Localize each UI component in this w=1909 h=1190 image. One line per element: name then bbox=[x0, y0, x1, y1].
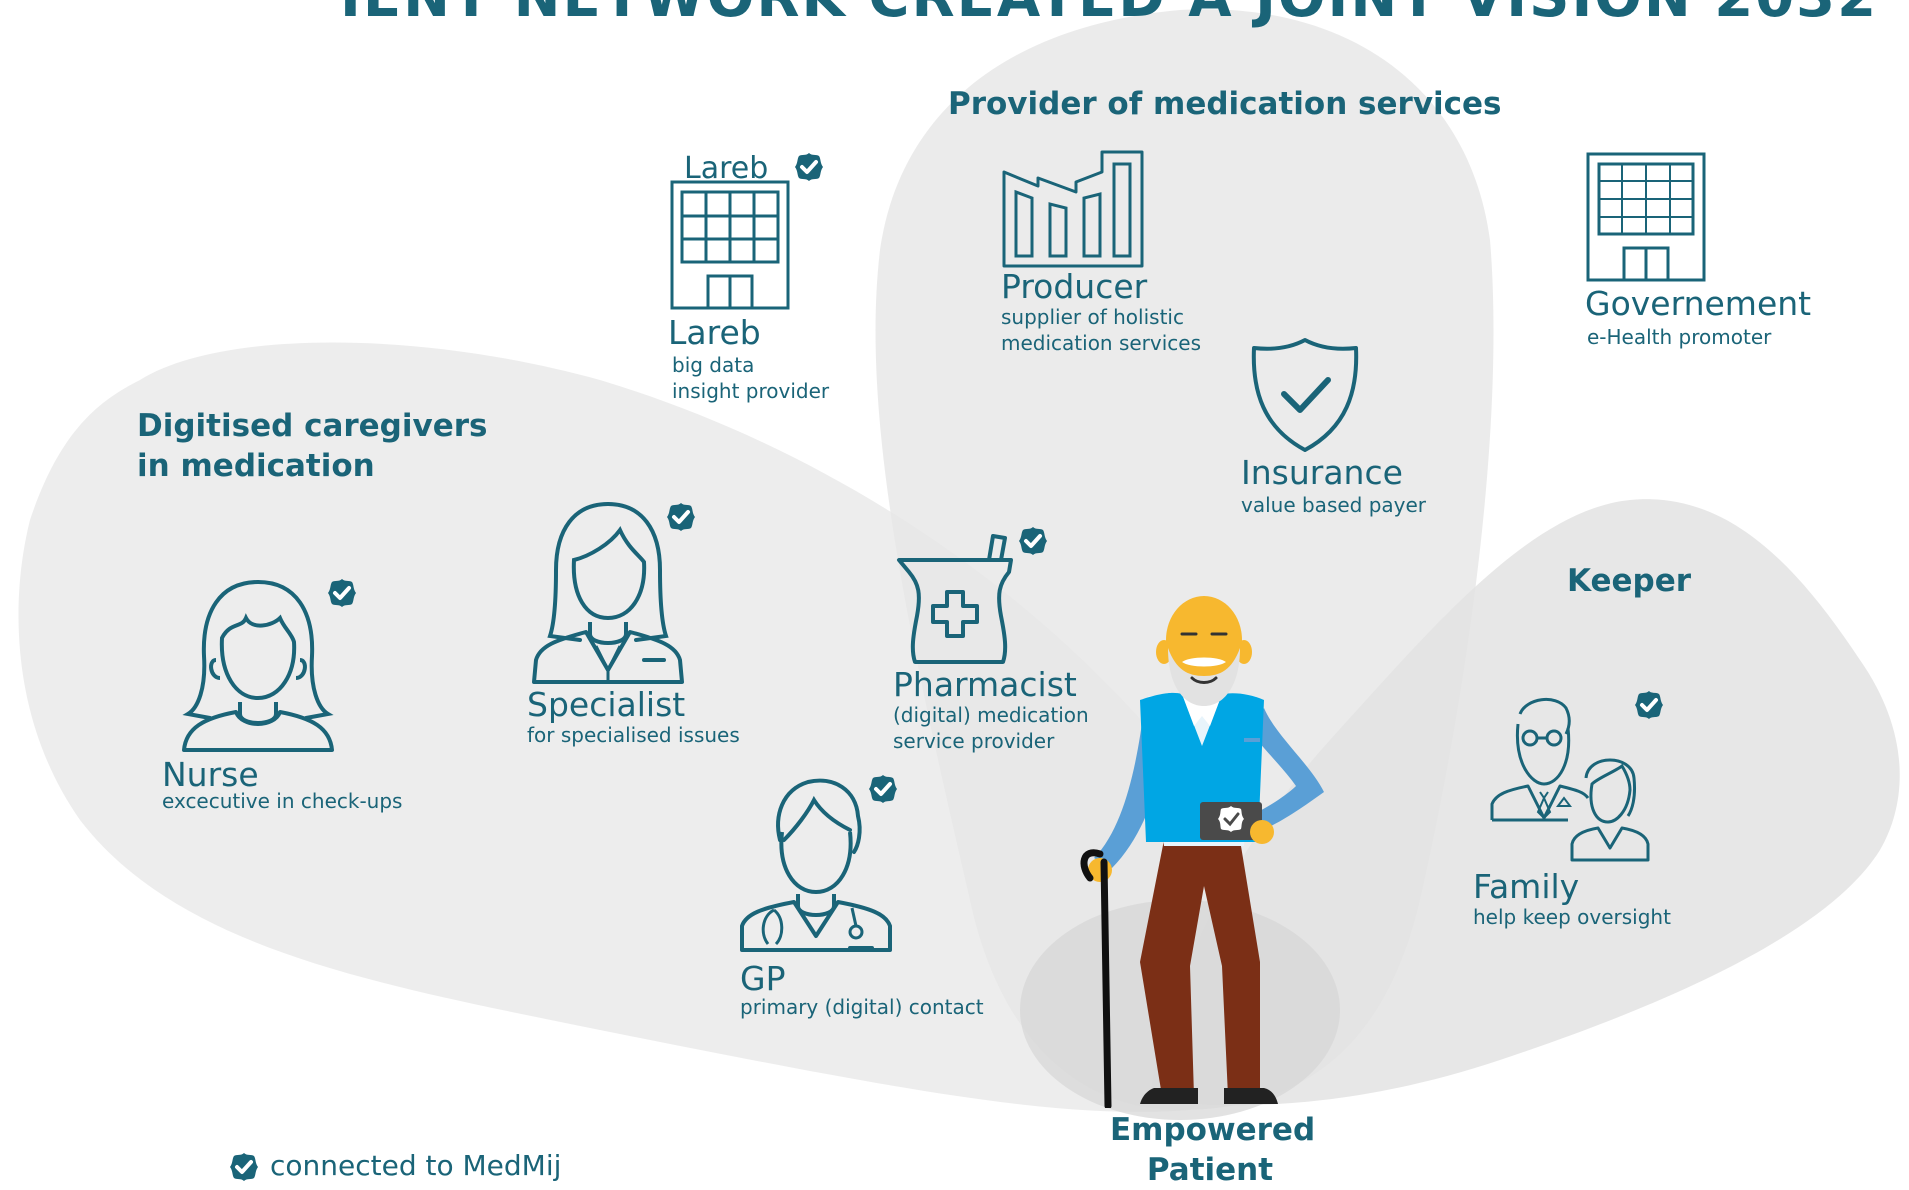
pharmacist-desc-line2: service provider bbox=[893, 729, 1055, 753]
group-heading-providers: Provider of medication services bbox=[948, 86, 1502, 122]
patient-figure bbox=[1080, 596, 1324, 1108]
group-heading-caregivers: Digitised caregivers in medication bbox=[137, 406, 487, 486]
specialist-icon bbox=[532, 502, 684, 684]
legend-label: connected to MedMij bbox=[270, 1149, 562, 1182]
gp-desc: primary (digital) contact bbox=[740, 995, 984, 1019]
nurse-icon bbox=[182, 580, 334, 752]
group-heading-keeper: Keeper bbox=[1567, 563, 1692, 599]
family-desc: help keep oversight bbox=[1473, 905, 1671, 929]
keeper-blob bbox=[1150, 499, 1900, 1106]
producer-desc-line1: supplier of holistic bbox=[1001, 305, 1184, 329]
pharmacist-name: Pharmacist bbox=[893, 665, 1077, 704]
government-name: Governement bbox=[1585, 284, 1812, 323]
government-desc: e-Health promoter bbox=[1587, 325, 1772, 349]
banner-title: IENT NETWORK CREATED A JOINT VISION 2032 bbox=[340, 0, 1878, 28]
specialist-desc: for specialised issues bbox=[527, 723, 740, 747]
mortar-pestle-icon bbox=[897, 534, 1013, 664]
gp-name: GP bbox=[740, 959, 786, 998]
nurse-desc: excecutive in check-ups bbox=[162, 789, 403, 813]
lareb-desc-line1: big data bbox=[672, 353, 755, 377]
lareb-check-icon bbox=[792, 150, 826, 184]
lareb-desc-line2: insight provider bbox=[672, 379, 830, 403]
group-heading-caregivers-line2: in medication bbox=[137, 448, 375, 484]
pharmacist-desc: (digital) medication service provider bbox=[893, 702, 1089, 754]
family-name: Family bbox=[1473, 867, 1580, 906]
patient-label-line2: Patient bbox=[1146, 1152, 1274, 1188]
pharmacist-check-icon bbox=[1016, 524, 1050, 558]
family-icon bbox=[1490, 697, 1650, 862]
producer-name: Producer bbox=[1001, 267, 1148, 306]
specialist-name: Specialist bbox=[527, 685, 686, 724]
group-heading-caregivers-line1: Digitised caregivers bbox=[137, 408, 488, 444]
caregivers-blob bbox=[18, 342, 1231, 1112]
lareb-desc: big data insight provider bbox=[672, 352, 829, 404]
insurance-name: Insurance bbox=[1241, 453, 1403, 492]
lareb-sign: Lareb bbox=[684, 151, 769, 186]
doctor-icon bbox=[740, 778, 892, 952]
nurse-check-icon bbox=[325, 576, 359, 610]
nurse-name: Nurse bbox=[162, 755, 259, 794]
factory-icon bbox=[1002, 150, 1144, 268]
pharmacist-desc-line1: (digital) medication bbox=[893, 703, 1089, 727]
gp-check-icon bbox=[866, 772, 900, 806]
family-check-icon bbox=[1632, 688, 1666, 722]
shield-check-icon bbox=[1251, 338, 1359, 452]
specialist-check-icon bbox=[664, 500, 698, 534]
government-building-icon bbox=[1586, 152, 1706, 282]
producer-desc: supplier of holistic medication services bbox=[1001, 304, 1201, 356]
lareb-name: Lareb bbox=[668, 313, 761, 352]
insurance-desc: value based payer bbox=[1241, 493, 1427, 517]
legend-check-icon bbox=[227, 1150, 261, 1184]
producer-desc-line2: medication services bbox=[1001, 331, 1202, 355]
lareb-building-icon bbox=[670, 180, 790, 310]
patient-label-line1: Empowered bbox=[1110, 1112, 1316, 1148]
patient-label: Empowered Patient bbox=[1110, 1110, 1316, 1190]
